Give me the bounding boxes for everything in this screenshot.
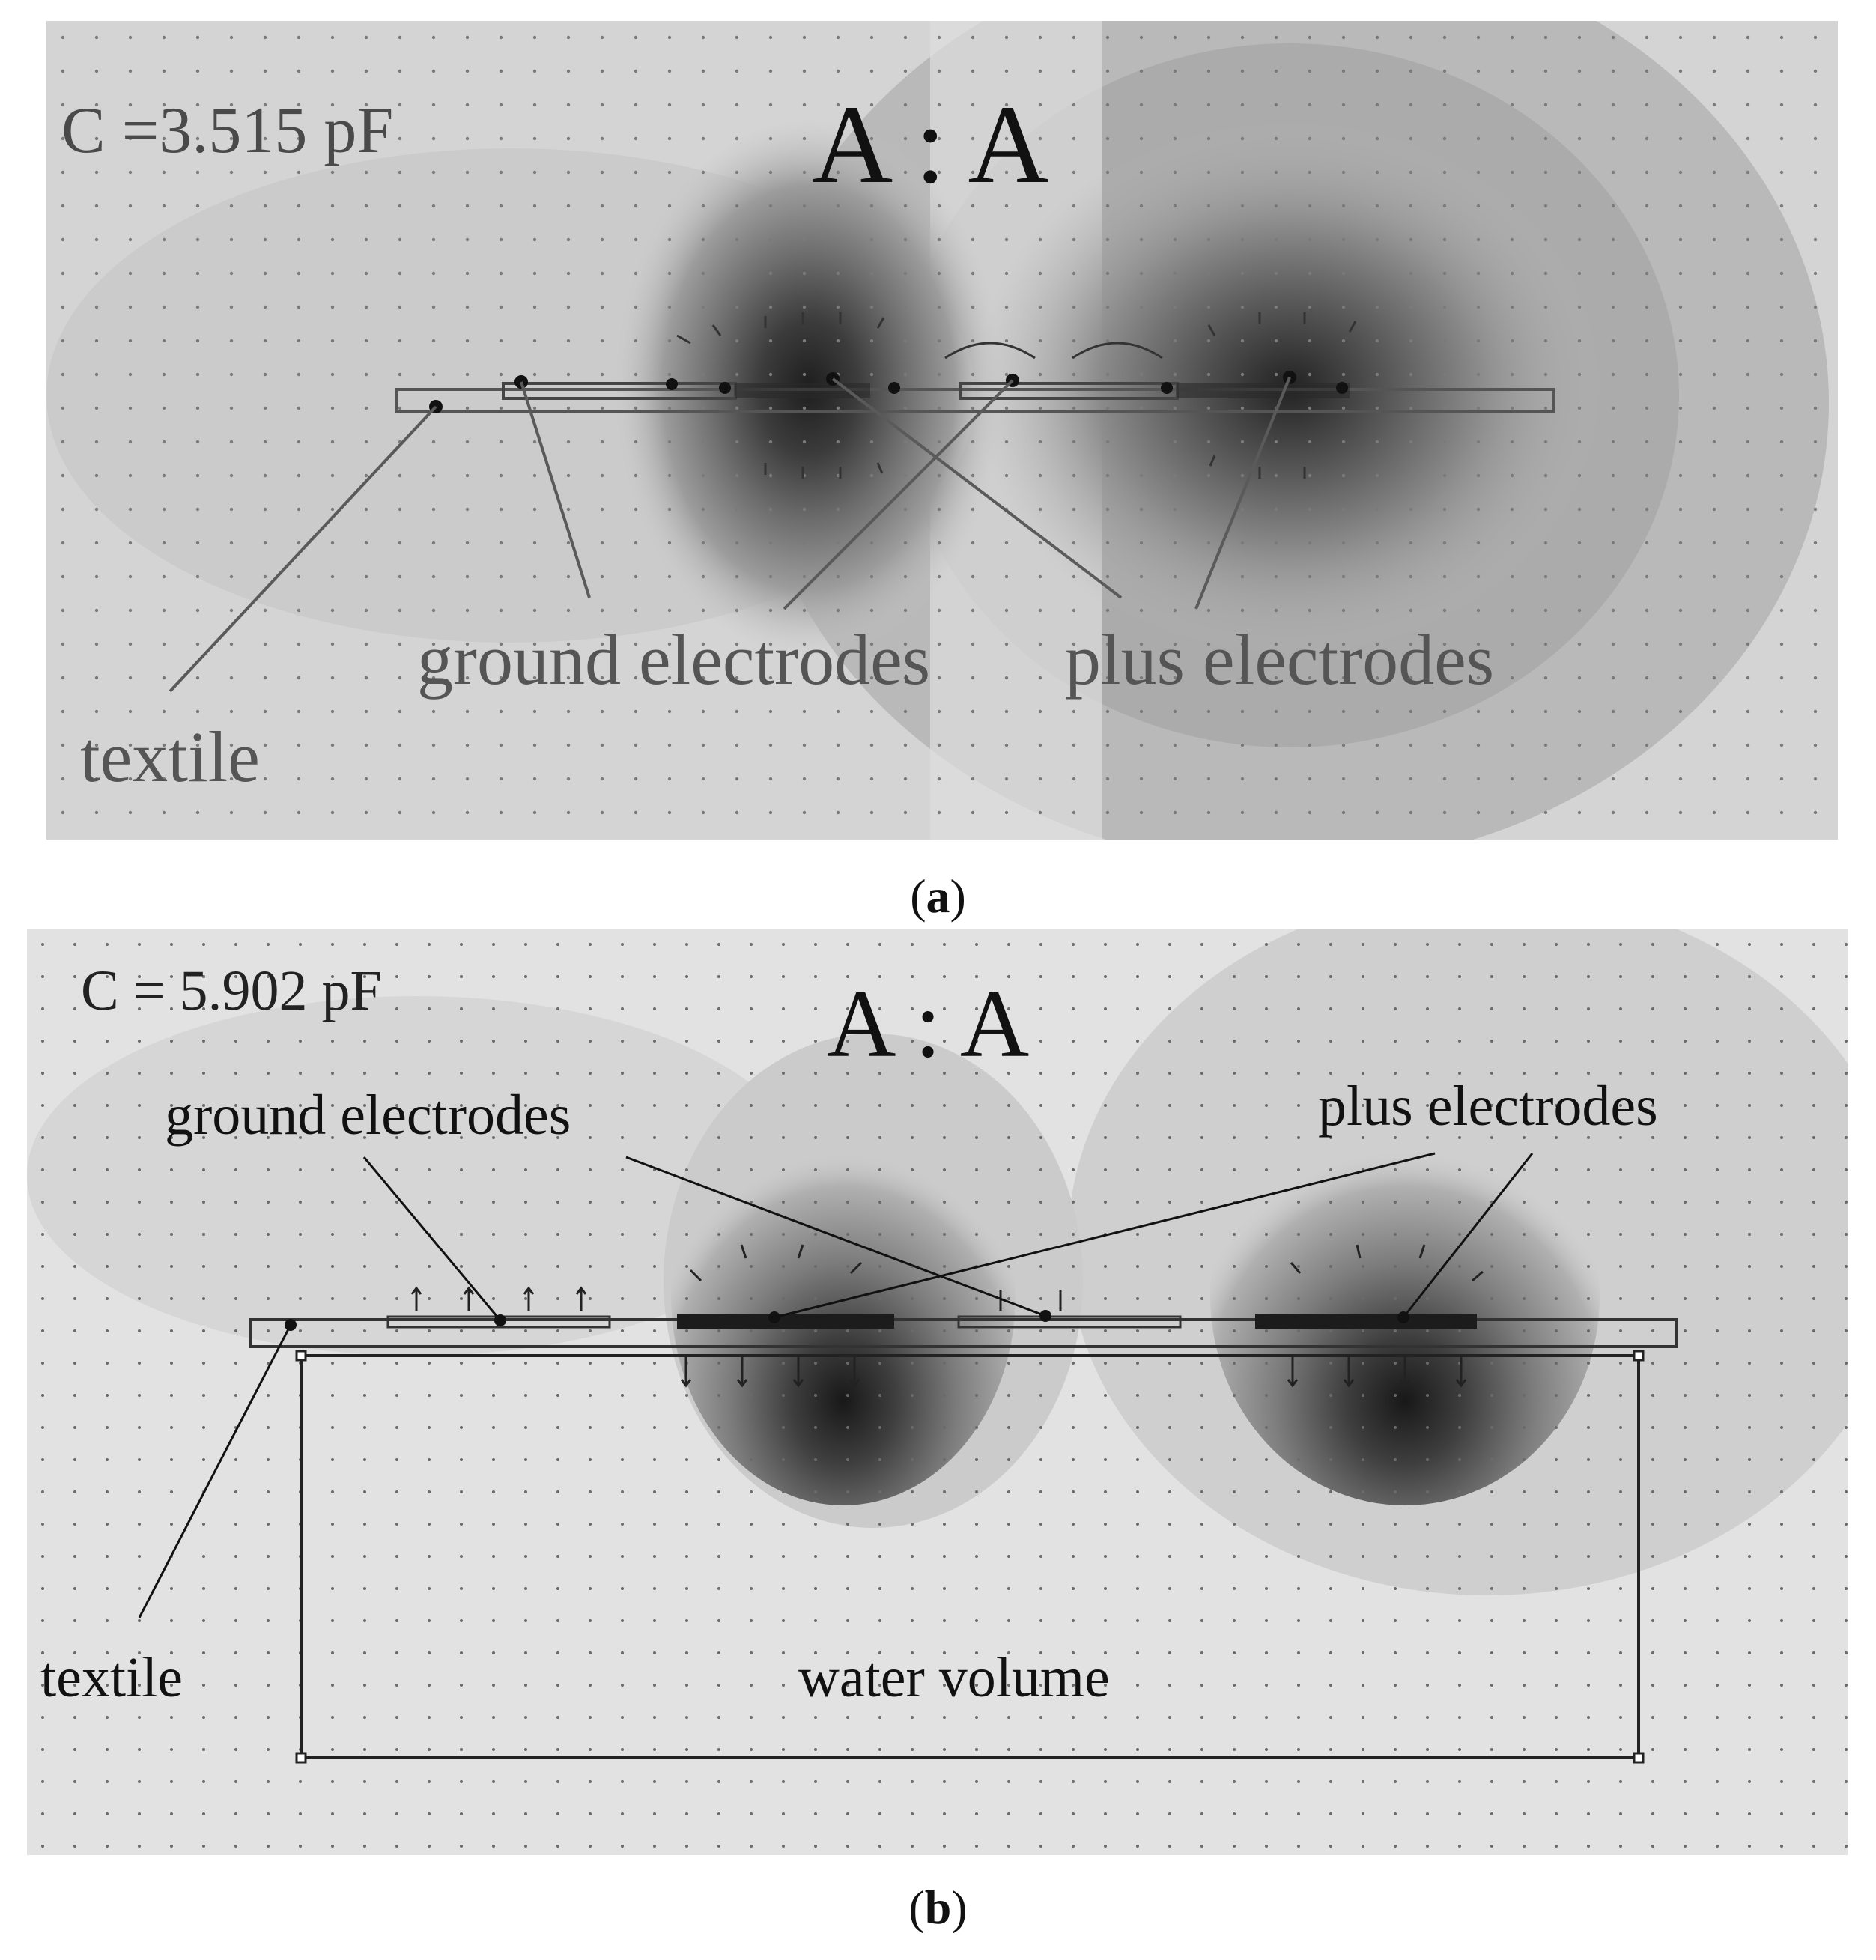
water-volume-label: water volume <box>798 1646 1110 1709</box>
plus-electrode-right <box>1177 383 1350 398</box>
plus-electrode-left-b <box>677 1314 894 1329</box>
plus-electrode-right-b <box>1255 1314 1477 1329</box>
water-volume-corners <box>295 1350 1645 1764</box>
panel-b-canvas: C = 5.902 pF A : A ground electrodes plu… <box>27 929 1848 1855</box>
caption-b: (b) <box>908 1881 968 1934</box>
capacitance-label: C =3.515 pF <box>61 94 393 167</box>
plus-electrodes-label-b: plus electrodes <box>1318 1075 1658 1138</box>
textile-label-b: textile <box>40 1646 183 1709</box>
water-volume-box <box>300 1354 1640 1759</box>
capacitance-label-b: C = 5.902 pF <box>81 959 382 1022</box>
ground-electrode-right-b <box>957 1315 1182 1329</box>
textile-label: textile <box>80 717 260 797</box>
caption-a: (a) <box>910 870 966 923</box>
section-label: A : A <box>812 82 1049 207</box>
panel-a-canvas: C =3.515 pF A : A ground electrodes plus… <box>46 21 1838 840</box>
panel-b-field-simulation: C = 5.902 pF A : A ground electrodes plu… <box>27 929 1848 1855</box>
plus-electrodes-label: plus electrodes <box>1065 619 1494 700</box>
textile-strip <box>395 388 1555 413</box>
ground-electrodes-label: ground electrodes <box>417 619 930 700</box>
ground-electrodes-label-b: ground electrodes <box>165 1084 571 1147</box>
leader-lines-b <box>138 1152 1534 1618</box>
textile-strip-b <box>249 1318 1678 1348</box>
section-label-b: A : A <box>827 971 1029 1077</box>
field-arrows-b <box>410 1244 1484 1388</box>
plus-electrode-left <box>735 383 870 398</box>
leader-lines <box>169 377 1291 693</box>
panel-a-field-simulation: C =3.515 pF A : A ground electrodes plus… <box>46 21 1838 840</box>
field-arrows <box>676 312 1357 479</box>
